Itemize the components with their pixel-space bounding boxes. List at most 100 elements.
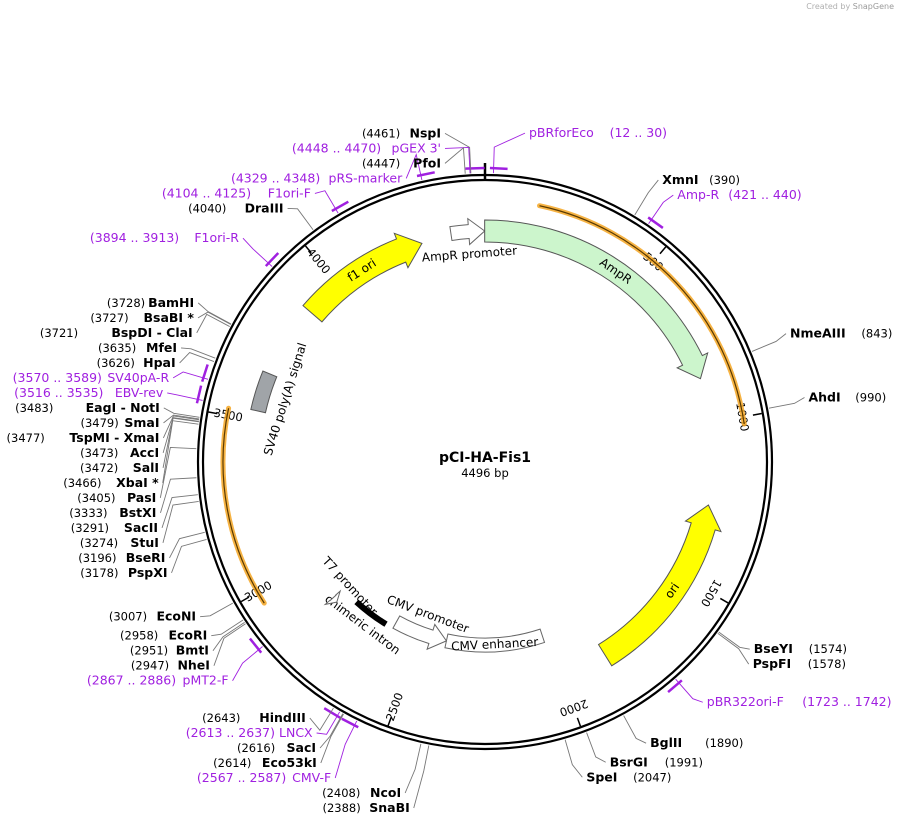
site-name: NspI: [409, 125, 441, 140]
primer-position: (4329 .. 4348): [231, 170, 320, 185]
site-leader-line: [413, 745, 430, 809]
site-label-spei: SpeI(2047): [586, 769, 671, 784]
site-position: (2388): [323, 801, 361, 815]
site-position: (2947): [131, 659, 169, 673]
primer-label-sv40pa-r: SV40pA-R(3570 .. 3589): [13, 370, 170, 385]
site-leader-line: [171, 538, 207, 574]
site-labels: pBRforEco(12 .. 30)XmnI(390)Amp-R(421 ..…: [7, 125, 893, 815]
site-position: (3196): [78, 551, 116, 565]
feature-cmv-enhancer: [444, 628, 546, 653]
watermark-brand: SnapGene: [852, 2, 894, 11]
site-position: (2614): [213, 756, 251, 770]
site-label-tspmi-xmai: TspMI - XmaI(3477): [7, 430, 160, 445]
tick-mark: [659, 246, 667, 255]
site-name: BseRI: [126, 550, 166, 565]
site-label-ncoi: NcoI(2408): [322, 785, 401, 800]
site-position: (3477): [7, 431, 45, 445]
site-name: PasI: [127, 490, 156, 505]
site-name: Eco53kI: [262, 755, 317, 770]
primer-marker: [341, 717, 359, 729]
primer-leader-line: [167, 392, 203, 401]
feature-chimeric-intron: [354, 599, 388, 627]
ampr-primer-bind-line: [539, 205, 745, 425]
primer-position: (2567 .. 2587): [197, 770, 286, 785]
primer-name: pBR322ori-F: [707, 694, 784, 709]
site-leader-line: [404, 743, 422, 794]
site-position: (2958): [120, 629, 158, 643]
site-name: EagI - NotI: [86, 400, 160, 415]
primer-marker: [667, 679, 683, 693]
site-position: (3274): [80, 536, 118, 550]
site-position: (3721): [40, 326, 78, 340]
site-name: XbaI *: [116, 475, 159, 490]
site-name: SalI: [133, 460, 159, 475]
tick-mark: [752, 412, 762, 416]
primer-label-pbr322ori-f: pBR322ori-F(1723 .. 1742): [707, 694, 892, 709]
site-label-ecori: EcoRI(2958): [120, 628, 207, 643]
site-position: (2047): [633, 770, 671, 784]
site-name: SmaI: [124, 415, 159, 430]
site-label-nhei: NheI(2947): [131, 658, 210, 673]
site-name: DraIII: [245, 200, 284, 215]
site-label-hpai: HpaI(3626): [97, 355, 176, 370]
site-position: (3728): [107, 296, 145, 310]
site-label-stui: StuI(3274): [80, 535, 159, 550]
site-name: XmnI: [662, 172, 698, 187]
site-position: (2951): [130, 644, 168, 658]
site-position: (3291): [71, 521, 109, 535]
site-label-bmti: BmtI(2951): [130, 643, 209, 658]
primer-name: Amp-R: [677, 187, 719, 202]
site-leader-line: [180, 347, 216, 359]
watermark-prefix: Created by: [806, 2, 851, 11]
site-leader-line: [162, 420, 199, 483]
site-leader-line: [211, 619, 244, 637]
site-label-mfei: MfeI(3635): [98, 340, 177, 355]
primer-leader-line: [648, 194, 674, 224]
tick-mark: [304, 245, 312, 254]
site-position: (2408): [322, 786, 360, 800]
site-position: (4461): [362, 126, 400, 140]
primer-name: pRS-marker: [329, 170, 404, 185]
primer-leader-line: [444, 146, 471, 174]
site-label-sali: SalI(3472): [80, 460, 159, 475]
site-name: PspXI: [128, 565, 168, 580]
tick-label: 2000: [558, 696, 590, 719]
site-label-bamhi: BamHI(3728): [107, 295, 194, 310]
site-leader-line: [169, 531, 205, 559]
site-position: (3473): [80, 446, 118, 460]
site-leader-line: [196, 313, 230, 334]
primer-position: (12 .. 30): [610, 125, 667, 140]
site-label-acci: AccI(3473): [80, 445, 159, 460]
site-leader-line: [319, 713, 344, 749]
site-name: EcoNI: [156, 609, 196, 624]
primer-leader-line: [314, 190, 339, 214]
site-leader-line: [163, 414, 200, 424]
site-position: (3483): [15, 401, 53, 415]
primer-leader-line: [172, 371, 209, 380]
site-position: (3466): [63, 476, 101, 490]
site-position: (3178): [80, 566, 118, 580]
site-leader-line: [634, 179, 659, 216]
primer-label-f1ori-r: F1ori-R(3894 .. 3913): [90, 230, 239, 245]
primer-label-pgex-3: pGEX 3'(4448 .. 4470): [292, 140, 441, 155]
site-label-sacii: SacII(3291): [71, 520, 158, 535]
primer-marker: [264, 252, 280, 267]
site-position: (2643): [202, 711, 240, 725]
primer-label-amp-r: Amp-R(421 .. 440): [677, 187, 801, 202]
primer-name: F1ori-F: [268, 185, 311, 200]
primer-name: EBV-rev: [115, 385, 164, 400]
site-label-pspfi: PspFI(1578): [753, 656, 846, 671]
primer-label-pmt2-f: pMT2-F(2867 .. 2886): [87, 673, 229, 688]
site-label-xmni: XmnI(390): [662, 172, 740, 187]
site-leader-line: [444, 132, 472, 174]
site-label-pspxi: PspXI (3178): [80, 565, 167, 580]
site-label-pasi: PasI(3405): [77, 490, 156, 505]
site-position: (4447): [362, 156, 400, 170]
site-position: (3007): [109, 610, 147, 624]
site-name: SnaBI: [369, 800, 410, 815]
site-position: (3727): [90, 311, 128, 325]
site-position: (1991): [665, 755, 703, 769]
site-name: AhdI: [808, 389, 840, 404]
site-position: (1890): [705, 736, 743, 750]
primer-position: (2867 .. 2886): [87, 673, 176, 688]
